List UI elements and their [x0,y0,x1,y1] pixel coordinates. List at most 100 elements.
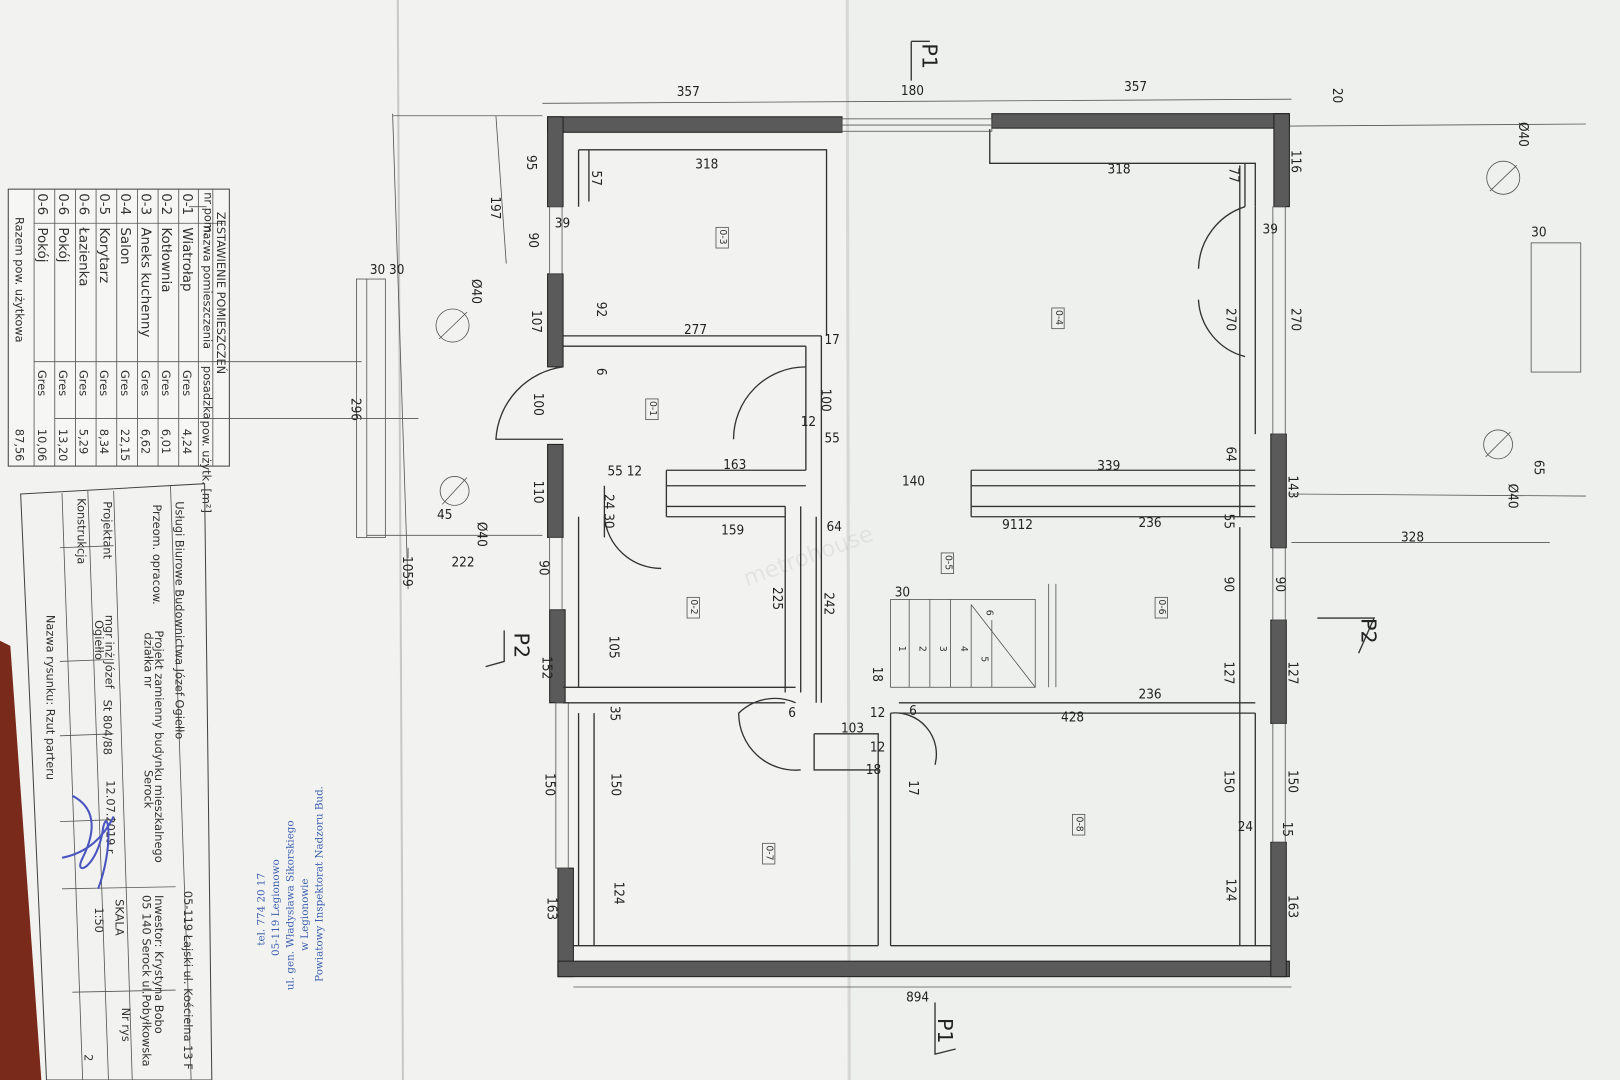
dimension-label: 236 [1139,516,1162,531]
room-label-box [1072,813,1086,836]
table-total-label: Razem pow. użytkowa [12,217,26,343]
dimension-label: 163 [544,897,559,920]
subject-line2: działka nr [142,632,156,688]
dimension-label: 92 [593,302,608,317]
table-cell-floor: Gres [35,370,49,396]
table-cell-floor: Gres [56,370,70,396]
dimension-label: 894 [906,990,929,1005]
dimension-label: 127 [1220,661,1235,684]
dimension-label: Ø40 [468,279,483,304]
dimension-label: 357 [677,85,700,100]
dimension-label: 270 [1287,308,1302,331]
room-number: 0-6 [1156,599,1167,614]
dimension-label: 45 [437,508,452,523]
title-block: Usługi Biurowe Budownictwa Józef Ogiełło… [20,483,213,1080]
table-cell-nr: 0-3 [138,193,153,215]
dimension-label: 100 [530,393,545,416]
dimension-label: 77 [1225,167,1240,182]
table-header: nazwa pomieszczenia [201,225,215,349]
dimension-label: 57 [588,171,603,186]
external-details [356,98,1586,988]
table-cell-area: 5,29 [77,429,91,454]
table-cell-floor: Gres [77,370,91,396]
dimension-label: 20 [1329,88,1344,103]
dimension-label: 270 [1222,308,1237,331]
table-cell-name: Aneks kuchenny [138,227,153,337]
interior-walls [563,129,1271,947]
stamp-line: 05-119 Legionowo [270,859,282,956]
table-cell-area: 22,15 [118,429,132,462]
dimension-label: 318 [1108,163,1131,178]
dimension-label: 90 [1220,577,1235,592]
designer-surname: Ogiełło [92,620,106,660]
dimension-label: 328 [1401,531,1424,546]
company: Usługi Biurowe Budownictwa Józef Ogiełło [173,501,187,739]
company-address: 05-119 Łajski ul. Kościelna 13 F [181,891,195,1070]
stair-step-number: 5 [979,656,990,662]
room-number: 0-7 [764,845,775,860]
section-marker-label: P1 [918,43,942,69]
dimension-label: 107 [528,310,543,333]
table-cell-floor: Gres [118,370,132,396]
dimension-label: Ø40 [473,522,488,547]
dimension-label: 39 [1263,223,1278,238]
room-label-box [1051,307,1065,330]
construction-label: Konstrukcja [74,498,88,564]
dimension-label: 24 30 [600,494,615,529]
dimension-label: 6 [909,704,917,719]
license: St 804/88 [100,700,114,755]
stair-step-number: 4 [958,646,969,652]
dimension-label: 116 [1287,150,1302,173]
dimension-label: 17 [905,780,920,795]
section-markers [485,40,1376,1056]
outer-walls [547,113,1290,978]
investor-address: 05 140 Serock ul.Pobyłkowska [140,895,154,1067]
scale-label: SKALA [113,899,127,936]
dimension-label: 150 [1220,770,1235,793]
table-cell-name: Pokój [55,227,71,262]
table-cell-name: Kotłownia [158,227,173,292]
fold-line [845,0,851,1080]
room-label-box [1154,596,1168,619]
table-cell-nr: 0-2 [158,193,173,215]
table-cell-nr: 0-6 [55,193,70,215]
dimension-label: 9112 [1002,518,1033,533]
signature [61,794,115,890]
dimension-label: 150 [1284,770,1299,793]
dimension-label: 180 [901,84,924,99]
dimension-label: 18 [866,763,881,778]
stamp-line: tel. 774 20 17 [255,873,267,946]
dimension-label: 6 [593,368,608,376]
paper-right-shade [847,0,1620,1080]
drawing-name: Nazwa rysunku: Rzut parteru [43,615,57,780]
stamp-line: ul. gen. Władysława Sikorskiego [284,820,296,990]
dimension-label: 55 [824,431,839,446]
stair-step-number: 1 [896,646,907,652]
table-cell-name: Salon [117,227,132,264]
dimension-label: 6 [788,706,796,721]
table-cell-area: 10,06 [35,429,49,462]
dimension-label: 15 [1279,822,1294,837]
dimension-label: 90 [525,233,540,248]
section-marker-label: P2 [1357,618,1381,644]
room-number: 0-5 [942,555,953,570]
room-number: 0-3 [717,229,728,244]
subject-label: Przeom. opracow. [150,504,164,604]
scale-value: 1:50 [92,907,106,933]
room-number: 0-4 [1053,310,1064,325]
dimension-label: 30 [895,585,910,600]
doors [495,206,1246,771]
dimension-label: 55 [1220,514,1235,529]
date: 12.07.2019 r [103,780,117,854]
dimension-label: 12 [801,415,816,430]
dimension-label: 1059 [399,556,414,587]
table-cell-nr: 0-1 [179,193,194,215]
dimension-label: 65 [1530,460,1545,475]
dimension-label: 222 [451,555,474,570]
dimension-label: 30 30 [370,263,405,278]
dimension-label: 277 [684,323,707,338]
dimension-label: 105 [606,636,621,659]
room-number: 0-2 [688,599,699,614]
table-cell-floor: Gres [97,370,111,396]
dimension-label: 318 [695,157,718,172]
